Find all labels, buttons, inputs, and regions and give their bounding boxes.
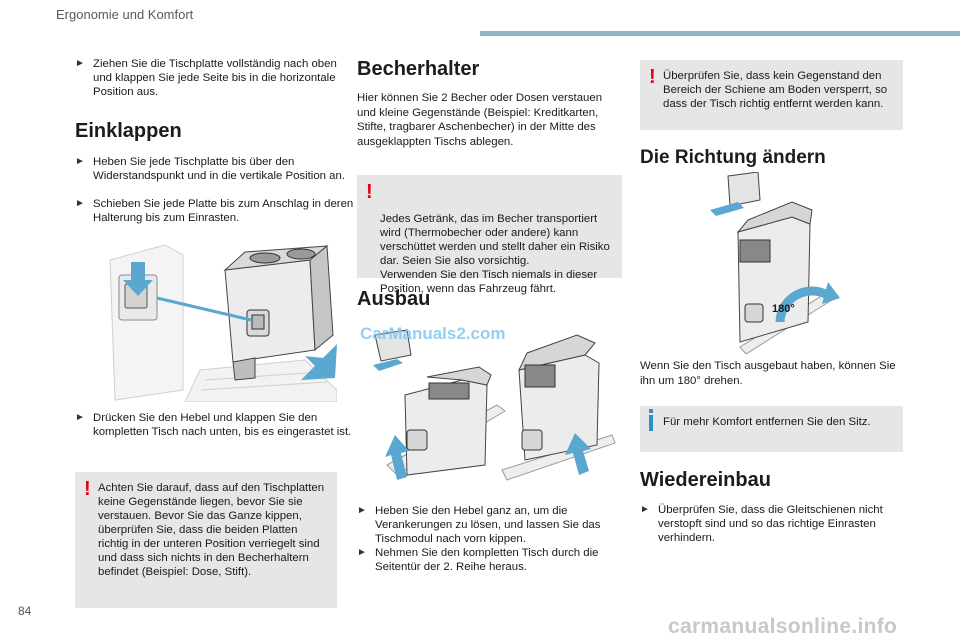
page-number: 84 (18, 604, 32, 618)
warning-text: Achten Sie darauf, dass auf den Tischpla… (98, 482, 325, 578)
becherhalter-text: Hier können Sie 2 Becher oder Dosen vers… (357, 92, 603, 148)
warning-icon: ! (366, 181, 373, 203)
info-icon (649, 409, 653, 431)
bullet-item: ► Drücken Sie den Hebel und klappen Sie … (75, 411, 355, 439)
bullet-arrow-icon: ► (640, 504, 650, 515)
bullet-item: ► Nehmen Sie den kompletten Tisch durch … (357, 546, 640, 574)
bullet-arrow-icon: ► (75, 58, 85, 69)
warning-icon: ! (649, 66, 656, 88)
wiedereinbau-heading: Wiedereinbau (640, 469, 771, 491)
bullet-text: Nehmen Sie den kompletten Tisch durch di… (375, 547, 599, 573)
table-rotate-illustration (700, 172, 840, 354)
footer-watermark: carmanualsonline.info (668, 615, 898, 638)
bullet-item: ► Heben Sie den Hebel ganz an, um die Ve… (357, 504, 640, 546)
bullet-arrow-icon: ► (75, 156, 85, 167)
warning-box: ! Achten Sie darauf, dass auf den Tischp… (75, 472, 337, 608)
bullet-text: Ziehen Sie die Tischplatte vollständig n… (93, 58, 337, 98)
table-folding-illustration (105, 240, 337, 402)
info-text: Für mehr Komfort entfernen Sie den Sitz. (663, 416, 871, 428)
warning-icon: ! (84, 478, 91, 500)
warning-box: ! Überprüfen Sie, dass kein Gegenstand d… (640, 60, 903, 130)
einklappen-heading: Einklappen (75, 120, 182, 142)
image-watermark: CarManuals2.com (360, 324, 506, 343)
bullet-text: Schieben Sie jede Platte bis zum Anschla… (93, 198, 354, 224)
header-accent-bar (480, 31, 960, 36)
bullet-item: ► Ziehen Sie die Tischplatte vollständig… (75, 57, 355, 99)
bullet-arrow-icon: ► (75, 412, 85, 423)
bullet-item: ► Überprüfen Sie, dass die Gleitschienen… (640, 503, 921, 545)
bullet-text: Heben Sie jede Tischplatte bis über den … (93, 156, 346, 182)
warning-text: Jedes Getränk, das im Becher transportie… (380, 213, 610, 295)
section-title: Ergonomie und Komfort (56, 7, 194, 22)
table-removal-illustration (367, 325, 617, 490)
becherhalter-heading: Becherhalter (357, 58, 480, 80)
bullet-text: Überprüfen Sie, dass die Gleitschienen n… (658, 504, 883, 544)
bullet-arrow-icon: ► (357, 547, 367, 558)
bullet-item: ► Schieben Sie jede Platte bis zum Ansch… (75, 197, 355, 225)
bullet-arrow-icon: ► (357, 505, 367, 516)
warning-text: Überprüfen Sie, dass kein Gegenstand den… (663, 70, 888, 110)
richtung-heading: Die Richtung ändern (640, 147, 826, 168)
bullet-item: ► Heben Sie jede Tischplatte bis über de… (75, 155, 355, 183)
bullet-text: Drücken Sie den Hebel und klappen Sie de… (93, 412, 352, 438)
warning-box: ! Jedes Getränk, das im Becher transport… (357, 175, 622, 295)
rotation-label: 180° (772, 303, 795, 315)
bullet-text: Heben Sie den Hebel ganz an, um die Vera… (375, 505, 601, 545)
richtung-text: Wenn Sie den Tisch ausgebaut haben, könn… (640, 360, 896, 387)
bullet-arrow-icon: ► (75, 198, 85, 209)
ausbau-heading: Ausbau (357, 288, 431, 310)
info-box: Für mehr Komfort entfernen Sie den Sitz. (640, 406, 903, 452)
